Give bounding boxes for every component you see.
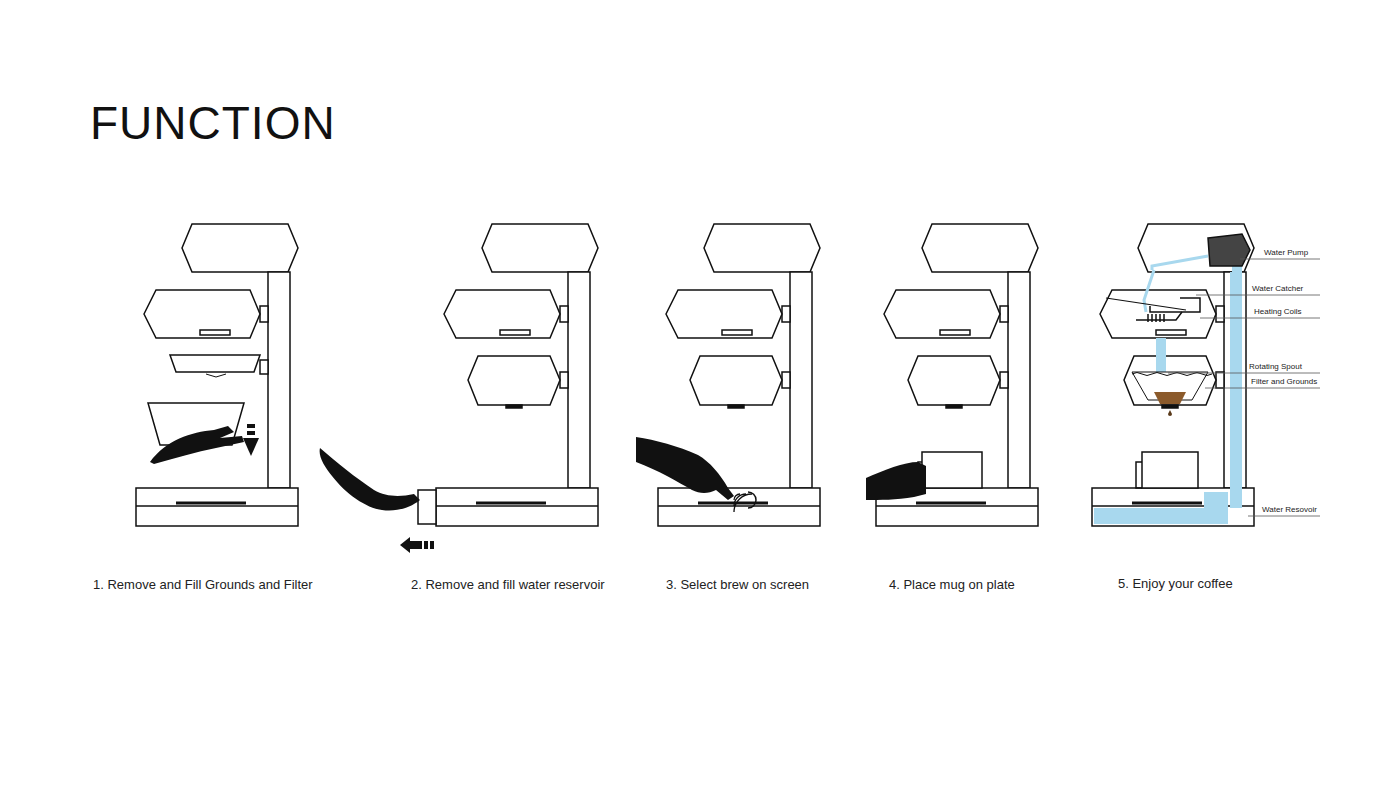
page-title: FUNCTION bbox=[90, 98, 336, 149]
step-caption: 1. Remove and Fill Grounds and Filter bbox=[93, 578, 313, 592]
part-label: Water Resovoir bbox=[1262, 506, 1317, 515]
machine-panel-5 bbox=[1092, 224, 1254, 526]
machine-panel-4 bbox=[866, 224, 1038, 526]
leader-lines bbox=[1168, 259, 1320, 516]
step-caption: 2. Remove and fill water reservoir bbox=[411, 578, 605, 592]
machine-panel-1 bbox=[136, 224, 298, 526]
part-label: Heating Coils bbox=[1254, 308, 1302, 317]
step-caption: 4. Place mug on plate bbox=[889, 578, 1015, 592]
part-label: Water Pump bbox=[1264, 249, 1308, 258]
machine-panel-2 bbox=[320, 224, 598, 553]
part-label: Water Catcher bbox=[1252, 285, 1303, 294]
part-label: Rotating Spout bbox=[1249, 363, 1302, 372]
step-caption: 5. Enjoy your coffee bbox=[1118, 577, 1233, 591]
machine-panel-3 bbox=[636, 224, 820, 526]
step-caption: 3. Select brew on screen bbox=[666, 578, 809, 592]
part-label: Filter and Grounds bbox=[1251, 378, 1317, 387]
